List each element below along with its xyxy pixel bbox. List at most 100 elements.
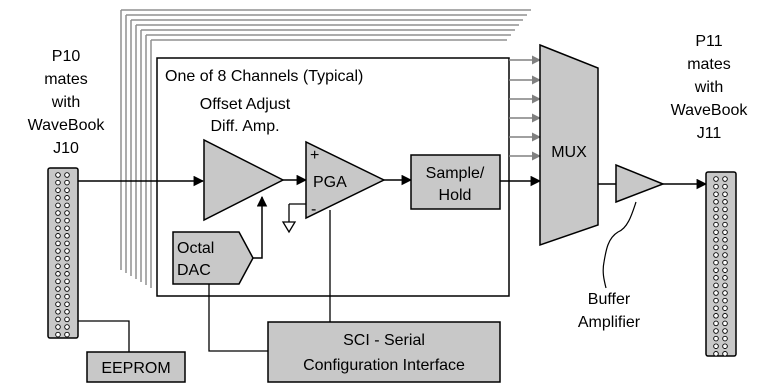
sample-hold-block [410,154,501,210]
connector-pin [713,343,719,349]
connector-pin [713,313,719,319]
connector-pin [64,301,70,307]
channel-outputs-to-mux [509,55,541,161]
connector-pin [64,172,70,178]
connector-pin [722,221,728,228]
octal-dac-block [172,231,254,285]
connector-pin [713,214,719,220]
connector-pin [64,233,70,239]
connector-pin [722,214,728,220]
right-label-line: WaveBook [671,102,749,119]
connector-pin [713,282,719,289]
connector-pin [722,282,728,289]
connector-pin [55,202,61,209]
sci-to-dac-line [208,284,268,352]
connector-pin [64,255,70,262]
connector-pin [55,187,61,193]
connector-pin [713,351,719,357]
connector-pin [713,244,719,251]
connector-pin [55,240,61,247]
left-connector-label: P10 mates with WaveBook J10 [28,48,106,157]
connector-pin [713,290,719,296]
connector-pin [722,191,728,197]
connector-pin [55,309,61,315]
connector-p10 [47,167,79,339]
connector-pin [55,301,61,307]
sci-label-line: Configuration Interface [303,357,465,374]
connector-pin [722,244,728,251]
connector-pin [713,221,719,228]
buffer-label-line: Buffer [588,291,631,308]
connector-pin [713,176,719,182]
channel-title: One of 8 Channels (Typical) [165,68,363,85]
connector-pin [722,335,728,342]
connector-pin [64,324,70,330]
connector-pin [55,255,61,262]
connector-pin [722,320,728,327]
pga-plus-sign: + [310,147,319,164]
connector-pin [64,248,70,254]
connector-pins [55,172,70,338]
diff-amp-label-line: Offset Adjust [200,96,291,113]
connector-pin [722,199,728,205]
connector-pin [722,305,728,311]
connector-pin [64,309,70,315]
connector-pin [55,225,61,231]
left-label-line: J10 [53,140,79,157]
channel-stack-outlines [120,9,531,288]
buffer-amplifier-triangle [615,163,666,204]
connector-pin [713,328,719,334]
left-label-line: with [51,94,80,111]
octal-dac-label-line: DAC [177,262,211,279]
connector-pin [722,267,728,273]
connector-pin [64,187,70,193]
connector-pin [64,278,70,285]
right-label-line: with [694,79,723,96]
connector-pin [55,271,61,277]
connector-pin [55,331,61,338]
connector-pins [713,176,728,357]
pga-label: PGA [313,174,347,191]
connector-pin [64,240,70,247]
sci-label-line: SCI - Serial [343,332,425,349]
connector-pin [713,252,719,258]
connector-pin [64,271,70,277]
connector-pin [64,286,70,292]
connector-pin [713,267,719,273]
left-label-line: P10 [52,48,81,65]
right-connector-label: P11 mates with WaveBook J11 [671,33,749,142]
connector-pin [722,252,728,258]
connector-pin [713,259,719,266]
connector-pin [55,217,61,224]
connector-pin [64,195,70,201]
buffer-label: Buffer Amplifier [578,291,641,331]
connector-pin [55,248,61,254]
eeprom-block [86,351,186,383]
connector-p11 [705,171,737,357]
connector-pin [722,229,728,235]
connector-pin [713,335,719,342]
connector-pin [55,179,61,186]
connector-pin [722,297,728,304]
connector-pin [55,286,61,292]
connector-pin [722,176,728,182]
connector-pin [55,172,61,178]
connector-pin [722,290,728,296]
eeprom-connection-line [78,320,130,352]
mux-block [539,43,599,247]
connector-pin [722,328,728,334]
connector-pin [713,206,719,213]
connector-pin [713,320,719,327]
left-label-line: mates [44,71,88,88]
sample-hold-label-line: Sample/ [426,165,485,182]
connector-pin [722,183,728,190]
connector-pin [713,237,719,243]
connector-pin [55,210,61,216]
connector-pin [64,217,70,224]
connector-pin [722,237,728,243]
dac-to-diffamp-line [253,195,268,259]
diff-amp-label: Offset Adjust Diff. Amp. [200,96,291,135]
connector-pin [722,206,728,213]
octal-dac-label-line: Octal [177,240,214,257]
